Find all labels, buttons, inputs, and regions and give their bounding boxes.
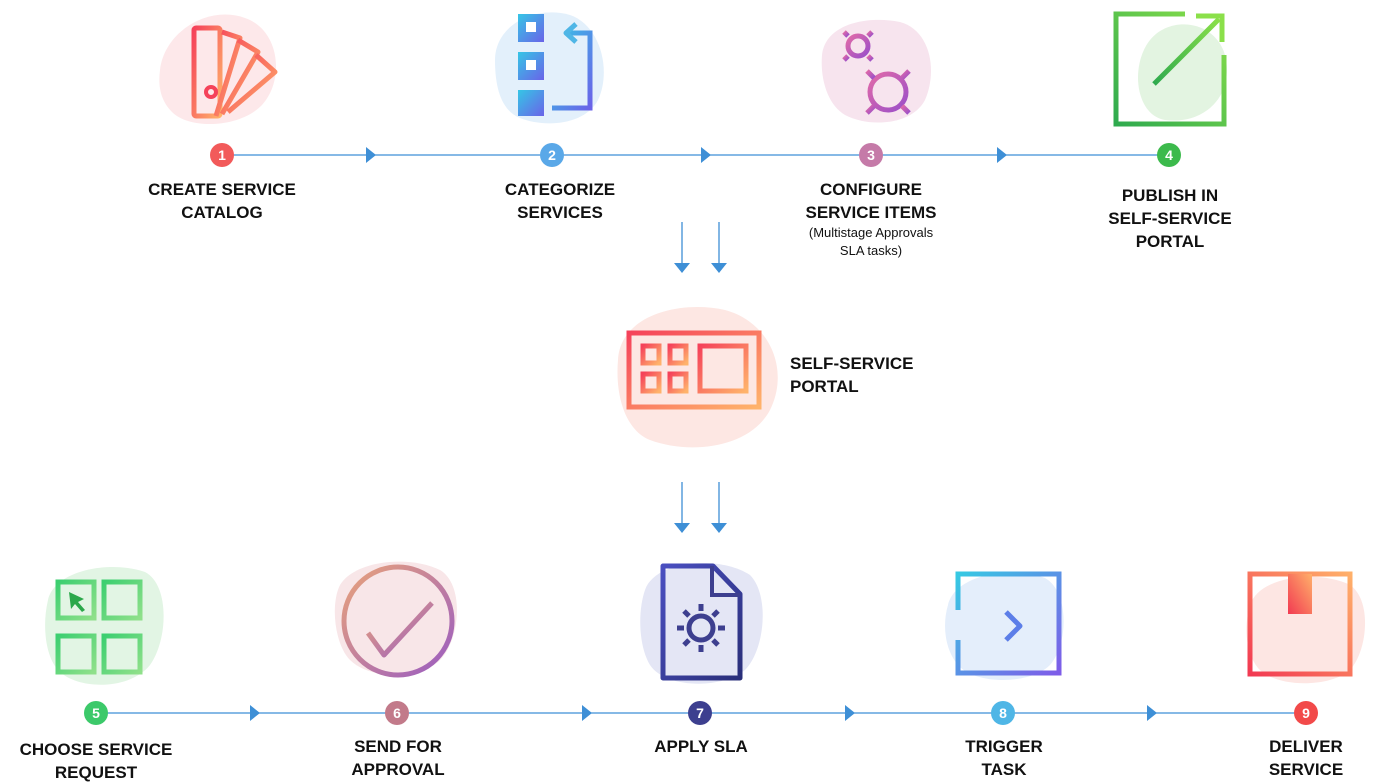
catalog-fan-icon [159, 14, 278, 125]
portal-label: SELF-SERVICE PORTAL [790, 352, 913, 398]
arrow-right-icon [1147, 705, 1157, 721]
arrow-right-icon [582, 705, 592, 721]
trigger-enter-icon [945, 571, 1064, 680]
arrow-right-icon [997, 147, 1007, 163]
step-title-line: CHOOSE SERVICE [19, 740, 173, 759]
step-note-line: SLA tasks) [839, 243, 903, 258]
portal-title-line: PORTAL [790, 377, 859, 396]
top-connector [222, 147, 1170, 163]
step-number: 2 [548, 147, 556, 163]
choose-grid-icon [45, 567, 164, 685]
arrow-down-icon [674, 523, 690, 533]
step-title-line: CONFIGURE [820, 180, 922, 199]
step-badge-8: 8 [991, 701, 1015, 725]
step-number: 3 [867, 147, 875, 163]
step-title-line: TRIGGER [965, 737, 1043, 756]
down-arrows-bottom [674, 482, 727, 533]
arrow-down-icon [711, 263, 727, 273]
sla-document-icon [640, 563, 763, 684]
categorize-list-icon [495, 12, 604, 124]
gears-icon [821, 19, 932, 123]
step-badge-5: 5 [84, 701, 108, 725]
step-title-line: TASK [981, 760, 1027, 779]
portal-title-line: SELF-SERVICE [790, 354, 914, 373]
step-title-line: SERVICES [517, 203, 603, 222]
step-title-line: REQUEST [54, 763, 138, 782]
deliver-box-icon [1246, 571, 1366, 684]
down-arrows-top [674, 222, 727, 273]
step-label-publish: PUBLISH IN SELF-SERVICE PORTAL [1108, 184, 1231, 253]
step-badge-7: 7 [688, 701, 712, 725]
step-note-line: (Multistage Approvals [808, 225, 934, 240]
arrow-right-icon [701, 147, 711, 163]
arrow-right-icon [366, 147, 376, 163]
step-title-line: DELIVER [1269, 737, 1343, 756]
step-title-line: SELF-SERVICE [1108, 209, 1232, 228]
step-title-line: PORTAL [1135, 232, 1205, 251]
step-title-line: PUBLISH IN [1121, 186, 1219, 205]
step-title-line: SERVICE ITEMS [805, 203, 937, 222]
approval-check-icon [334, 561, 457, 678]
step-number: 4 [1165, 147, 1173, 163]
step-label-deliver-service: DELIVER SERVICE [1269, 735, 1343, 781]
step-label-choose-service-request: CHOOSE SERVICE REQUEST [20, 738, 173, 784]
step-number: 8 [999, 705, 1007, 721]
step-title-line: SERVICE [1268, 760, 1344, 779]
step-title-line: APPLY SLA [654, 737, 748, 756]
step-label-send-for-approval: SEND FOR APPROVAL [351, 735, 444, 781]
step-label-trigger-task: TRIGGER TASK [965, 735, 1042, 781]
arrow-down-icon [674, 263, 690, 273]
step-number: 5 [92, 705, 100, 721]
step-title-line: SEND FOR [354, 737, 442, 756]
step-label-categorize-services: CATEGORIZE SERVICES [505, 178, 615, 224]
step-number: 6 [393, 705, 401, 721]
step-number: 7 [696, 705, 704, 721]
step-badge-1: 1 [210, 143, 234, 167]
step-number: 9 [1302, 705, 1310, 721]
step-title-line: CATEGORIZE [504, 180, 616, 199]
step-number: 1 [218, 147, 226, 163]
portal-screen-icon [617, 307, 778, 448]
step-title-line: CREATE SERVICE [148, 180, 296, 199]
step-label-apply-sla: APPLY SLA [654, 735, 748, 758]
step-badge-2: 2 [540, 143, 564, 167]
step-badge-3: 3 [859, 143, 883, 167]
step-badge-6: 6 [385, 701, 409, 725]
step-title-line: CATALOG [181, 203, 263, 222]
publish-arrow-icon [1113, 11, 1227, 127]
arrow-down-icon [711, 523, 727, 533]
step-badge-4: 4 [1157, 143, 1181, 167]
step-badge-9: 9 [1294, 701, 1318, 725]
arrow-right-icon [845, 705, 855, 721]
step-label-create-service-catalog: CREATE SERVICE CATALOG [148, 178, 296, 224]
arrow-right-icon [250, 705, 260, 721]
step-title-line: APPROVAL [351, 760, 445, 779]
step-label-configure-service-items: CONFIGURE SERVICE ITEMS (Multistage Appr… [806, 178, 937, 260]
